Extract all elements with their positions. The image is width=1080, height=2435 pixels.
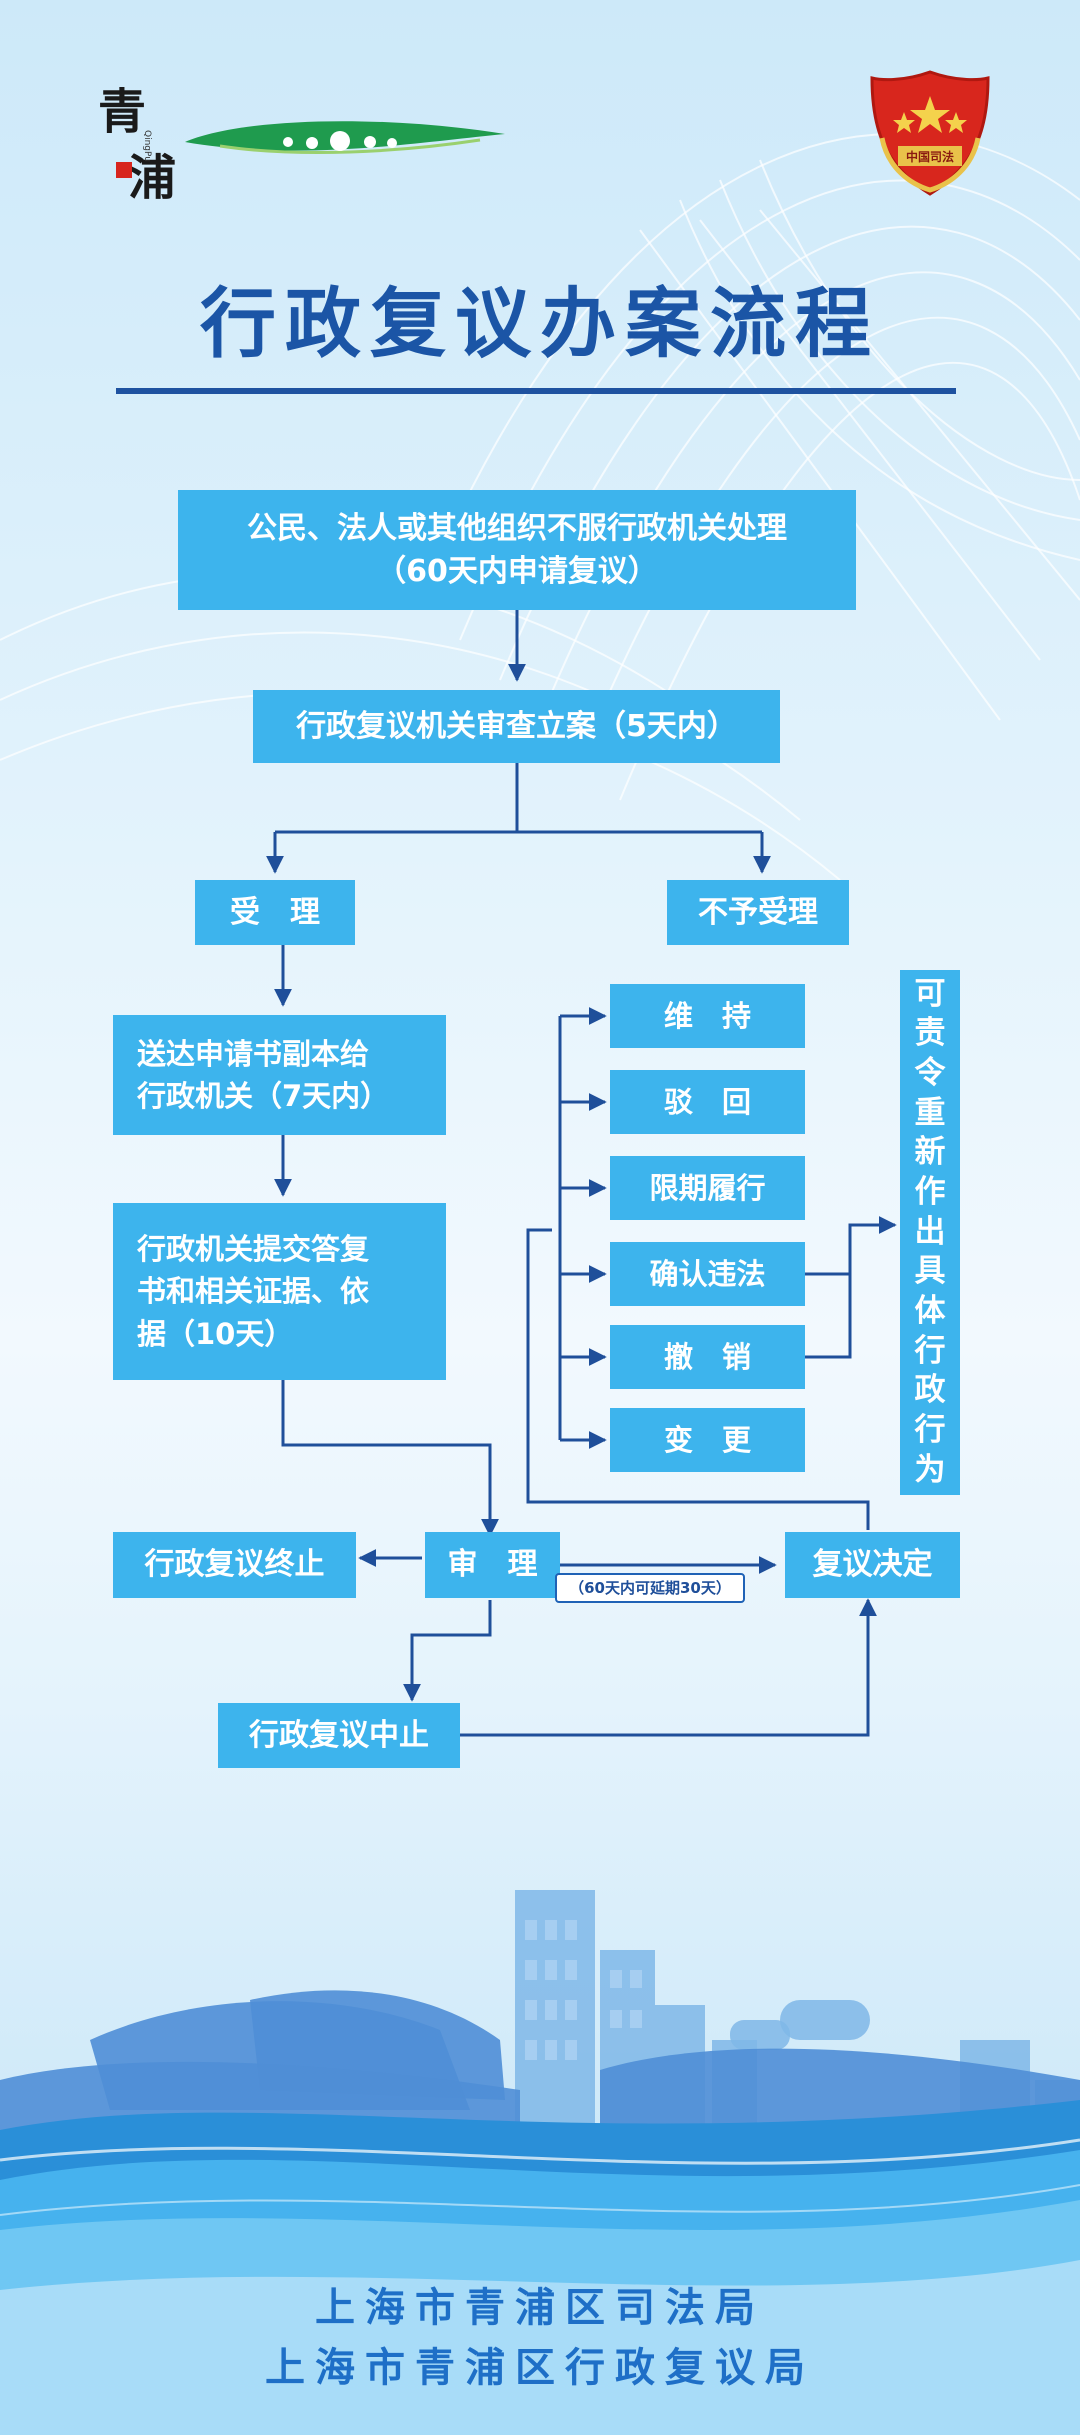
footer-line1: 上海市青浦区司法局 [315,2285,765,2331]
side-note-char: 令 [914,1054,946,1091]
side-note-char: 体 [914,1293,946,1329]
arrow-confirm-to-note [805,1216,897,1276]
logo-char-pu: 浦 [128,150,177,206]
logo-seal-icon [116,162,132,178]
side-note-char: 行 [914,1412,946,1449]
side-note-redo: 可 责 令 重 新 作 出 具 体 行 政 行 为 [900,970,960,1495]
step-apply-line2: （60天内申请复议） [376,554,658,589]
step-accept: 受 理 [195,880,355,945]
justice-emblem: 中国司法 [868,68,992,198]
side-note-char: 行 [914,1332,946,1369]
side-note-char: 新 [914,1134,946,1171]
line-decision-to-outcomes [526,1228,870,1530]
side-note-char: 可 [914,975,946,1012]
step-submit: 行政机关提交答复 书和相关证据、依 据（10天） [113,1203,446,1380]
step-trial: 审 理 [425,1532,560,1598]
outcome-confirm-illegal: 确认违法 [610,1242,805,1306]
title-underline [116,388,956,394]
side-note-char: 政 [914,1372,946,1409]
logo-char-qing: 青 [98,84,147,140]
side-note-char: 作 [914,1173,946,1210]
step-deliver: 送达申请书副本给 行政机关（7天内） [113,1015,446,1135]
side-note-char: 责 [914,1015,946,1052]
step-decision: 复议决定 [785,1532,960,1598]
outcome-revoke: 撤 销 [610,1325,805,1389]
logo-brush-icon [185,121,505,155]
arrow-trial-suspend [403,1600,492,1702]
emblem-label: 中国司法 [905,150,954,164]
arrow-suspend-decision [460,1598,877,1737]
step-submit-line1: 行政机关提交答复 [137,1232,370,1267]
step-review: 行政复议机关审查立案（5天内） [253,690,780,763]
outcome-dismiss: 驳 回 [610,1070,805,1134]
outcome-confirm-illegal-label: 确认违法 [649,1256,766,1291]
emblem-shield-icon [870,70,990,196]
arrow-submit-trial [281,1380,499,1537]
step-suspend: 行政复议中止 [218,1703,460,1768]
step-terminate: 行政复议终止 [113,1532,356,1598]
footer-line2: 上海市青浦区行政复议局 [265,2345,815,2391]
page-title: 行政复议办案流程 [200,279,880,368]
outcome-revoke-label: 撤 销 [663,1339,751,1374]
step-submit-line3: 据（10天） [137,1316,294,1351]
step-apply: 公民、法人或其他组织不服行政机关处理 （60天内申请复议） [178,490,856,610]
side-note-char: 出 [914,1213,946,1250]
step-reject-label: 不予受理 [698,894,818,930]
side-note-char: 重 [914,1094,946,1131]
step-trial-label: 审 理 [447,1547,538,1583]
step-apply-line1: 公民、法人或其他组织不服行政机关处理 [247,510,787,546]
step-accept-label: 受 理 [230,894,320,930]
outcome-change: 变 更 [610,1408,805,1472]
step-submit-line2: 书和相关证据、依 [137,1274,370,1309]
outcome-dismiss-label: 驳 回 [663,1084,751,1119]
step-deliver-line1: 送达申请书副本给 [137,1036,370,1071]
outcome-uphold: 维 持 [610,984,805,1048]
deadline-note: （60天内可延期30天） [555,1573,745,1603]
side-note-char: 为 [914,1451,946,1488]
outcome-deadline-label: 限期履行 [649,1170,766,1205]
side-note-char: 具 [914,1253,946,1290]
step-review-label: 行政复议机关审查立案（5天内） [296,708,737,744]
outcome-uphold-label: 维 持 [663,998,751,1033]
step-suspend-label: 行政复议中止 [249,1717,429,1753]
outcome-deadline: 限期履行 [610,1156,805,1220]
step-terminate-label: 行政复议终止 [144,1547,325,1583]
step-reject: 不予受理 [667,880,849,945]
step-deliver-line2: 行政机关（7天内） [137,1079,390,1113]
step-decision-label: 复议决定 [812,1547,933,1583]
outcome-change-label: 变 更 [663,1422,751,1457]
